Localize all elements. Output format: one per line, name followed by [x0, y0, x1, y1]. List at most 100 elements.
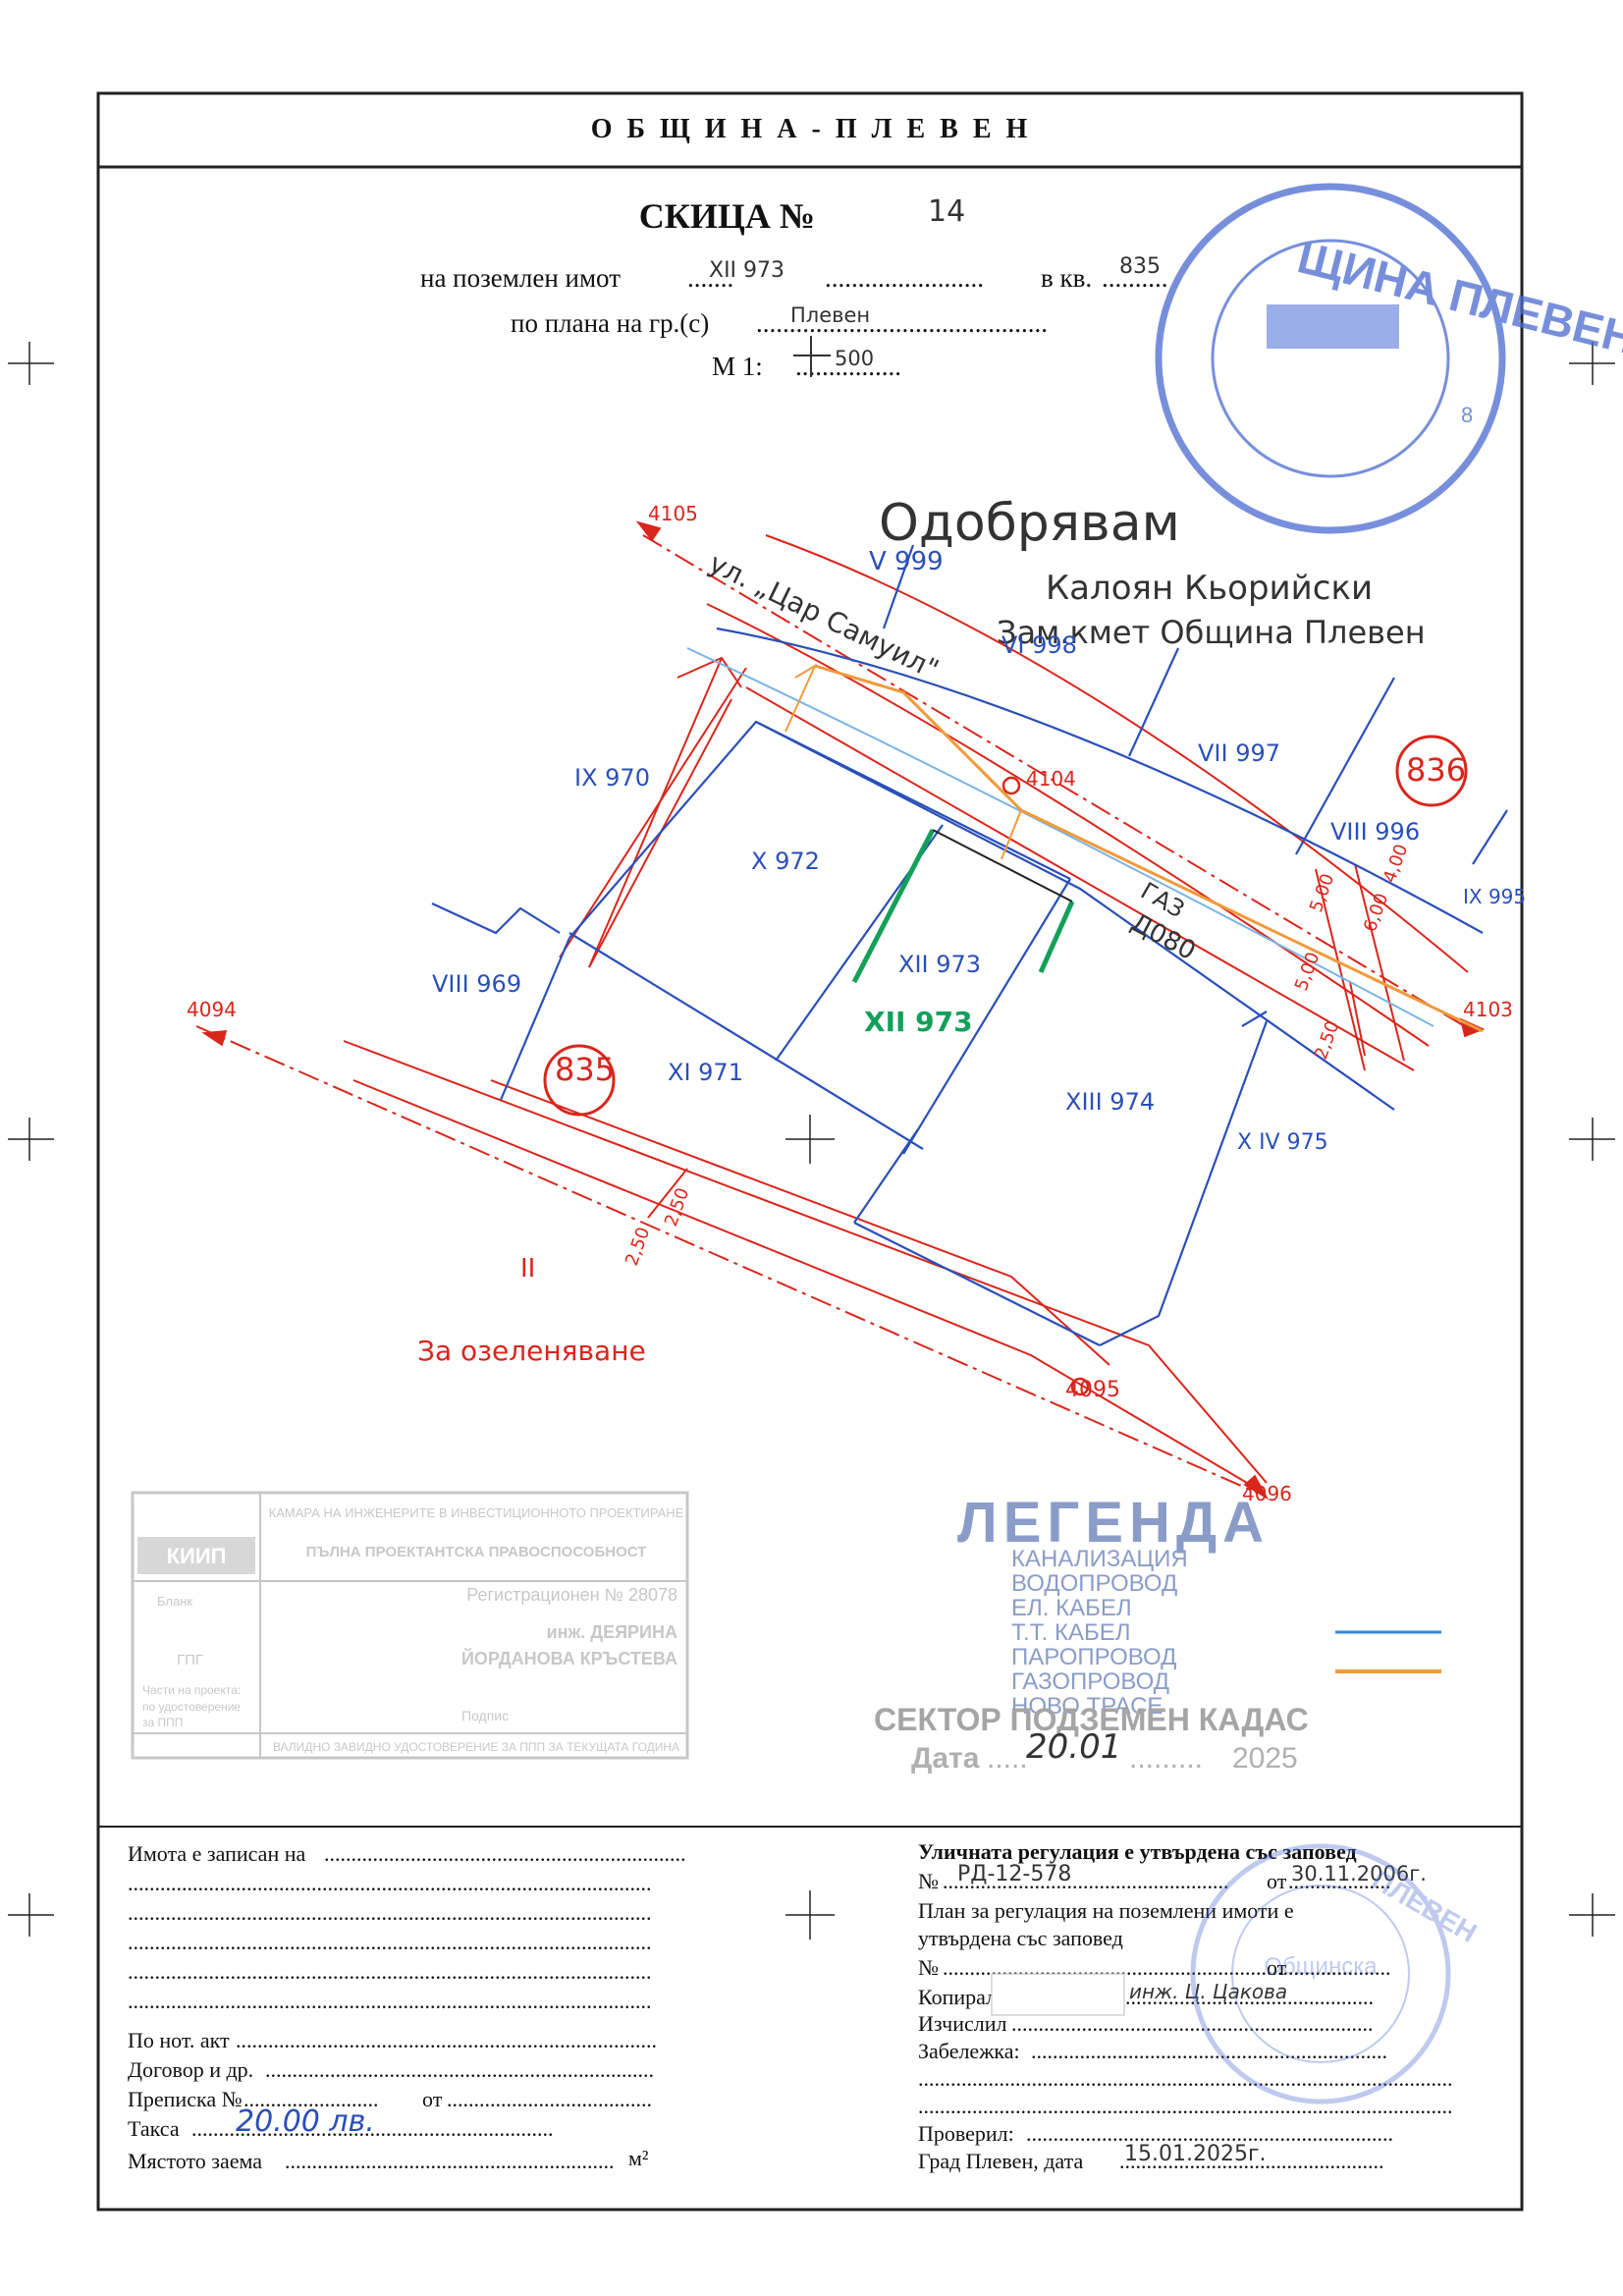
sketch-number: 14: [928, 194, 965, 229]
plot-xi971: XI 971: [668, 1059, 743, 1086]
dim-6: 2,50: [622, 1225, 654, 1269]
stamp-row-2: ПЪЛНА ПРОЕКТАНТСКА ПРАВОСПОСОБНОСТ: [306, 1544, 647, 1560]
blank-line-5: ........................................…: [128, 1989, 652, 2013]
street-regulation-lines: [195, 534, 1474, 1494]
approval-name: Калоян Кьорийски: [1046, 569, 1373, 608]
notary-label: По нот. акт: [128, 2028, 230, 2052]
order-no-dots: ........................................…: [943, 1869, 1229, 1893]
fee-value: 20.00 лв.: [236, 2105, 375, 2139]
plot-viii969: VIII 969: [432, 970, 521, 998]
dim-5: 2,50: [1311, 1018, 1343, 1063]
plot-xii973-new: XII 973: [864, 1006, 973, 1038]
legend-date-dots: .....: [987, 1742, 1028, 1775]
axis-arrows: [201, 520, 1486, 1501]
stamp-reg: Регистрационен № 28078: [466, 1585, 677, 1605]
calc-dots: ........................................…: [1011, 2011, 1374, 2036]
property-dots-2: ........................: [825, 263, 984, 293]
water-pipe-line: [686, 647, 1434, 1027]
sketch-title: СКИЦА №: [639, 196, 815, 236]
green-area-label: За озеленяване: [417, 1335, 646, 1367]
svg-text:Общинска: Общинска: [1264, 1953, 1378, 1980]
fee-label: Такса: [128, 2116, 180, 2141]
legend-date-value: 20.01: [1026, 1727, 1121, 1767]
legend-year-dots: .........: [1129, 1742, 1203, 1775]
scale-cross-icon: [793, 336, 831, 377]
blank-line-4: ........................................…: [128, 1959, 652, 1984]
legend: ЛЕГЕНДА КАНАЛИЗАЦИЯ ВОДОПРОВОД ЕЛ. КАБЕЛ…: [874, 1491, 1441, 1775]
gas-pipe-line: [814, 664, 1484, 1033]
copied-label: Копирал: [918, 1985, 997, 2009]
cadastral-map: 4105 4104 4103 4094 4095 4096 835 836 ул…: [187, 502, 1526, 1505]
order-from-dots: ...................: [1288, 1869, 1391, 1893]
order-date: 30.11.2006г.: [1291, 1862, 1427, 1886]
legend-item-el-cable: ЕЛ. КАБЕЛ: [1011, 1595, 1132, 1621]
transcript-from-dots: ......................................: [447, 2087, 652, 2111]
stamp-col-3: Части на проекта:: [142, 1683, 241, 1697]
area-dots: ........................................…: [285, 2149, 615, 2173]
approval-position: Зам.кмет Община Плевен: [997, 614, 1426, 651]
order-no-label: №: [918, 1869, 939, 1893]
stamp-bottom: ВАЛИДНО ЗАВИДНО УДОСТОВЕРЕНИЕ ЗА ППП ЗА …: [273, 1740, 679, 1754]
point-4094: 4094: [187, 998, 237, 1021]
legend-item-sewer: КАНАЛИЗАЦИЯ: [1011, 1546, 1188, 1572]
plan-no-label: №: [918, 1955, 939, 1980]
plot-xii973: XII 973: [898, 951, 981, 978]
stamp-name-1: инж. ДЕЯРИНА: [547, 1622, 677, 1642]
approval-title: Одобрявам: [879, 494, 1180, 553]
plot-v999: V 999: [869, 547, 944, 576]
fee-dots: ........................................…: [191, 2116, 554, 2141]
left-form: Имота е записан на .....................…: [128, 1841, 686, 2173]
city-date-value: 15.01.2025г.: [1124, 2142, 1267, 2166]
point-4104: 4104: [1026, 767, 1076, 791]
legend-item-steam: ПАРОПРОВОД: [1011, 1644, 1176, 1670]
blank-line-1: ........................................…: [128, 1871, 652, 1895]
redaction-box: [991, 1973, 1125, 2016]
plot-vi998: VI 998: [1001, 631, 1077, 659]
city-date-label: Град Плевен, дата: [918, 2149, 1083, 2173]
stamp-col-1: Бланк: [157, 1594, 192, 1609]
note-label: Забележка:: [918, 2039, 1020, 2063]
quarter-label: в кв.: [1041, 263, 1092, 293]
notary-dots: ........................................…: [236, 2028, 657, 2052]
point-4095: 4095: [1065, 1378, 1120, 1402]
property-label: на поземлен имот: [420, 263, 621, 293]
point-4105: 4105: [648, 502, 698, 525]
kiip-logo: КИИП: [167, 1544, 227, 1568]
blank-line-2: ........................................…: [128, 1900, 652, 1925]
stamp-col-5: за ППП: [142, 1716, 183, 1729]
transcript-dots: .........................: [243, 2087, 379, 2111]
plan-label: по плана на гр.(с): [511, 308, 709, 338]
calc-label: Изчислил: [918, 2011, 1006, 2036]
order-number: РД-12-578: [957, 1862, 1071, 1886]
legend-item-water: ВОДОПРОВОД: [1011, 1570, 1177, 1597]
city-date-dots: ........................................…: [1119, 2149, 1384, 2173]
municipality-title: О Б Щ И Н А - П Л Е В Е Н: [591, 114, 1032, 144]
transcript-from: от: [422, 2087, 443, 2111]
contract-dots: ........................................…: [265, 2057, 654, 2082]
scale-label: М 1:: [712, 352, 763, 381]
dim-2: 6,00: [1360, 891, 1392, 935]
property-id: XII 973: [709, 258, 784, 283]
outer-frame: [96, 91, 1524, 2212]
order-from-label: от: [1267, 1869, 1287, 1893]
dim-1: 5,00: [1306, 871, 1338, 915]
recorded-label: Имота е записан на: [128, 1841, 305, 1866]
quarter-836-circle: [1395, 735, 1468, 807]
plan-text-1: План за регулация на поземлени имоти е: [918, 1898, 1294, 1923]
registration-marks: [8, 342, 1615, 1940]
legend-item-gas: ГАЗОПРОВОД: [1011, 1668, 1169, 1695]
point-4103: 4103: [1463, 998, 1513, 1021]
plot-viii996: VIII 996: [1330, 818, 1420, 846]
plot-ix995: IX 995: [1463, 885, 1526, 908]
water-pipe-label: Д080: [1126, 908, 1201, 966]
quarter-dots: ..........: [1102, 263, 1168, 293]
scale-value: 500: [835, 347, 874, 370]
stamp-name-2: ЙОРДАНОВА КРЪСТЕВА: [461, 1648, 677, 1668]
recorded-dots: ........................................…: [324, 1841, 686, 1866]
legend-item-tt-cable: Т.Т. КАБЕЛ: [1011, 1619, 1131, 1646]
blank-line-r2: ........................................…: [918, 2094, 1453, 2118]
gas-connection-2: [1001, 809, 1022, 860]
survey-points: [1001, 776, 1090, 1396]
svg-text:8: 8: [1461, 403, 1473, 427]
stamp-col-4: по удостоверение: [142, 1700, 241, 1714]
